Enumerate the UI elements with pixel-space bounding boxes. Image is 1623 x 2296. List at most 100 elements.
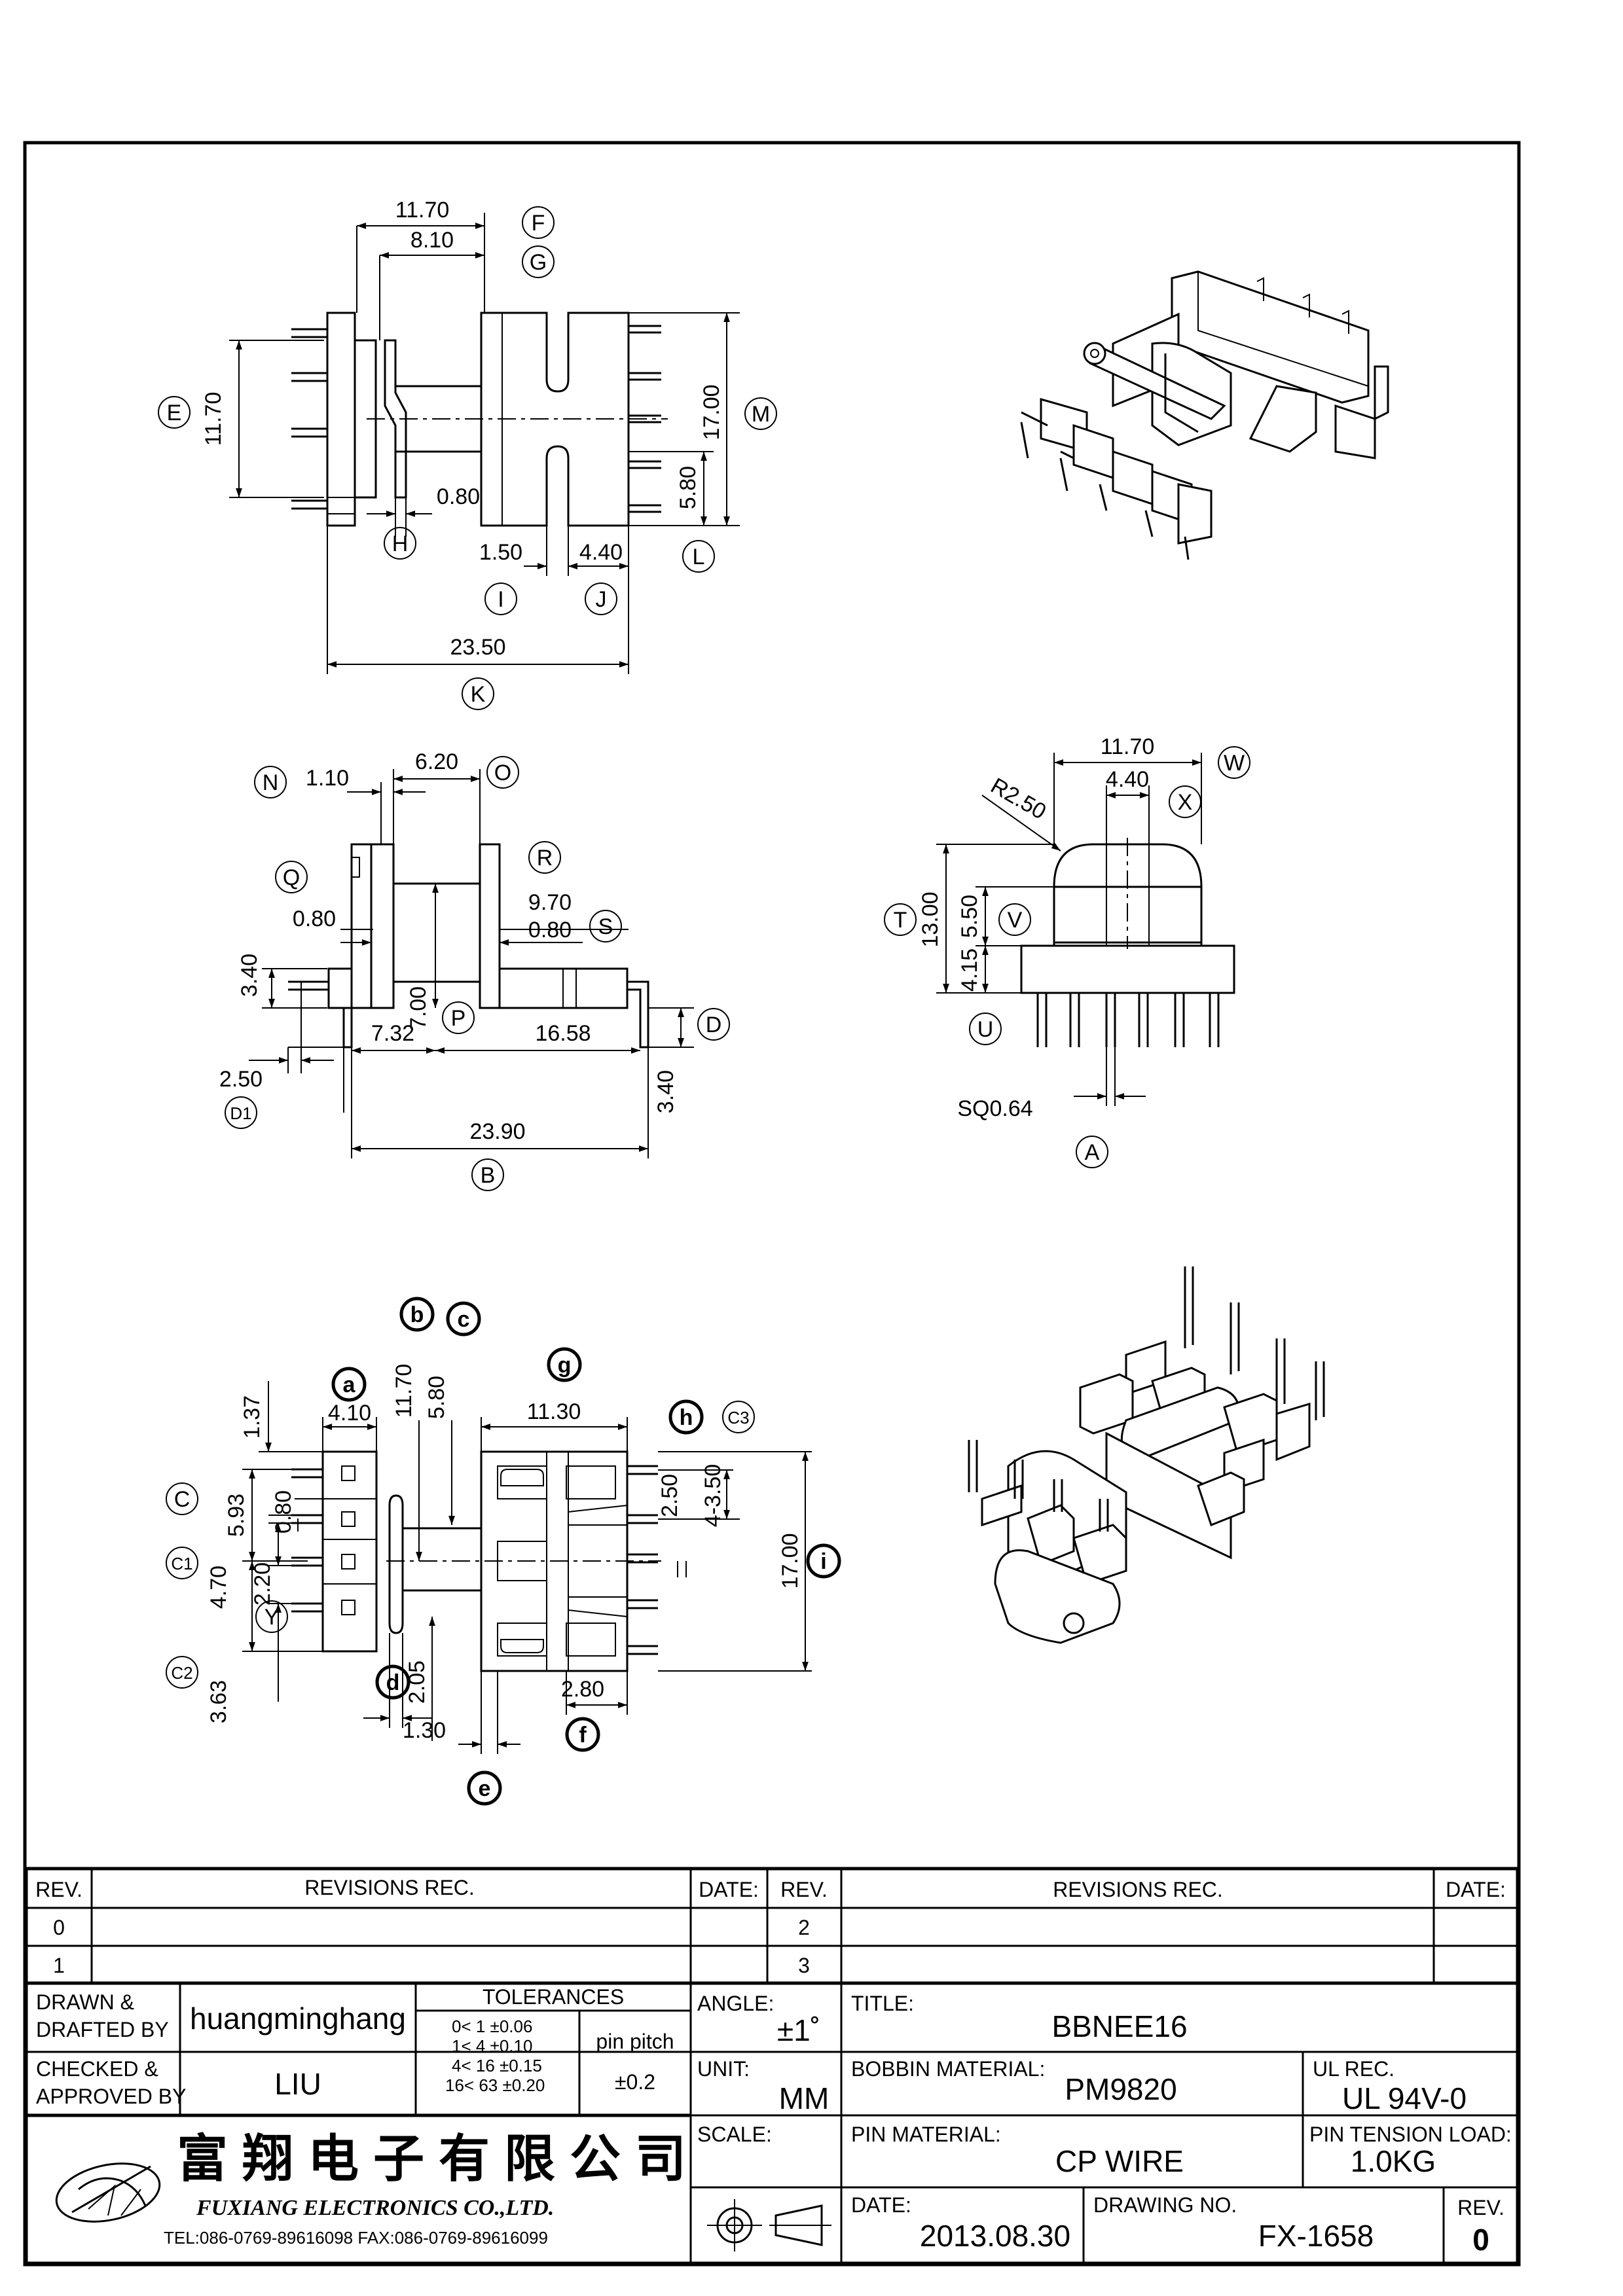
unit-label: UNIT:	[697, 2057, 750, 2081]
unit-value: MM	[779, 2081, 830, 2115]
balloon-H: H	[384, 527, 416, 560]
balloon-A: A	[1076, 1136, 1108, 1168]
balloon-d: d	[375, 1664, 410, 1700]
svg-text:E: E	[167, 401, 182, 425]
dim-end-r2-50: R2.50	[987, 773, 1051, 824]
checked-by-value: LIU	[274, 2067, 321, 2101]
dim-end-13-00: 13.00	[918, 891, 943, 947]
dim-side-2-50: 2.50	[219, 1067, 263, 1092]
svg-text:a: a	[343, 1372, 356, 1397]
tolerance-row-2: 1< 4 ±0.10	[452, 2036, 532, 2056]
svg-text:T: T	[894, 908, 907, 933]
balloon-V: V	[998, 903, 1031, 936]
svg-text:Q: Q	[283, 865, 300, 890]
svg-text:f: f	[579, 1723, 587, 1748]
balloon-M: M	[744, 397, 777, 430]
balloon-D1: D1	[225, 1096, 257, 1129]
svg-text:C1: C1	[171, 1554, 192, 1573]
balloon-F: F	[522, 206, 555, 239]
svg-text:e: e	[479, 1776, 491, 1801]
balloon-f: f	[565, 1717, 600, 1752]
angle-value: ±1˚	[777, 2013, 820, 2047]
pin-material-label: PIN MATERIAL:	[851, 2123, 1001, 2146]
svg-text:S: S	[598, 914, 613, 939]
dim-bot-11-70: 11.70	[392, 1364, 416, 1418]
dim-side-3-40a: 3.40	[237, 954, 262, 997]
end-view: 11.70 4.40 R2.50 13.00 5.50 4.15 SQ0.64 …	[884, 734, 1250, 1168]
checked-label-2: APPROVED BY	[36, 2085, 186, 2108]
drawn-by-value: huangminghang	[190, 2001, 406, 2036]
dim-bot-2-80: 2.80	[561, 1677, 604, 1702]
tolerance-row-1: 0< 1 ±0.06	[452, 2017, 532, 2036]
svg-text:b: b	[410, 1302, 424, 1327]
company-name-cn: 富翔电子有限公司	[177, 2129, 701, 2189]
drawn-label-1: DRAWN &	[36, 1990, 134, 2014]
company-contact: TEL:086-0769-89616098 FAX:086-0769-89616…	[164, 2228, 548, 2248]
svg-text:P: P	[451, 1006, 466, 1031]
svg-text:U: U	[977, 1017, 994, 1042]
drawing-no-label: DRAWING NO.	[1093, 2193, 1237, 2217]
balloon-X: X	[1169, 785, 1201, 818]
tolerance-row-4: 16< 63 ±0.20	[445, 2075, 545, 2095]
dim-top-23-50: 23.50	[450, 635, 505, 660]
balloon-E: E	[158, 396, 191, 429]
svg-text:h: h	[680, 1405, 693, 1430]
balloon-b: b	[399, 1297, 435, 1332]
rev-row-0: 0	[53, 1916, 65, 1939]
balloon-e: e	[467, 1770, 502, 1806]
pin-tension-label: PIN TENSION LOAD:	[1309, 2123, 1512, 2146]
svg-text:D: D	[706, 1013, 722, 1037]
dim-end-sq0-64: SQ0.64	[957, 1096, 1032, 1121]
svg-text:L: L	[693, 545, 705, 569]
ul-rec-label: UL REC.	[1313, 2057, 1395, 2081]
tolerance-row-3: 4< 16 ±0.15	[452, 2056, 542, 2075]
date-header-left: DATE:	[699, 1878, 759, 1901]
dim-bot-3-63: 3.63	[206, 1680, 231, 1723]
pin-pitch-value: ±0.2	[615, 2070, 655, 2094]
side-view: 1.10 6.20 0.80 9.70 0.80 3.40 7.00 2.50 …	[219, 749, 730, 1191]
dim-end-4-40: 4.40	[1106, 767, 1149, 792]
rev-value: 0	[1472, 2223, 1489, 2257]
balloon-c: c	[446, 1301, 481, 1336]
dim-side-3-40b: 3.40	[653, 1070, 678, 1113]
isometric-view-top	[1020, 270, 1389, 560]
date-label: DATE:	[851, 2193, 911, 2217]
rev-row-3: 3	[798, 1954, 810, 1977]
balloon-P: P	[442, 1001, 475, 1034]
svg-text:C: C	[174, 1487, 191, 1512]
drawn-label-2: DRAFTED BY	[36, 2018, 169, 2041]
svg-text:O: O	[494, 761, 511, 785]
scale-label: SCALE:	[697, 2123, 772, 2146]
dim-bot-1-37: 1.37	[240, 1395, 264, 1439]
title-label: TITLE:	[851, 1992, 914, 2015]
dim-top-1-50: 1.50	[479, 540, 522, 565]
svg-text:i: i	[820, 1549, 826, 1574]
top-view: 11.70 8.10 11.70 17.00 5.80 0.80 1.50 4.…	[158, 198, 777, 710]
dim-side-0-80a: 0.80	[293, 906, 336, 931]
svg-text:M: M	[752, 402, 770, 427]
balloon-C1: C1	[166, 1547, 198, 1579]
balloon-D: D	[697, 1008, 730, 1041]
balloon-N: N	[254, 766, 287, 798]
svg-text:H: H	[392, 531, 409, 556]
dim-bot-0-80: 0.80	[271, 1490, 296, 1534]
dim-side-7-32: 7.32	[371, 1021, 414, 1046]
balloon-G: G	[522, 245, 555, 278]
dim-side-9-70: 9.70	[528, 890, 572, 915]
svg-text:C2: C2	[171, 1663, 192, 1683]
title-value: BBNEE16	[1051, 2009, 1187, 2043]
bottom-view: 4.10 1.37 11.70 5.80 11.30 5.93 0.80 2.2…	[166, 1297, 841, 1806]
balloon-L: L	[682, 540, 715, 573]
balloon-K: K	[462, 677, 494, 710]
balloon-T: T	[884, 903, 917, 936]
dim-side-6-20: 6.20	[415, 749, 458, 774]
rev-header-right: REV.	[780, 1878, 828, 1901]
balloon-C: C	[166, 1482, 198, 1515]
dim-side-0-80b: 0.80	[528, 918, 572, 942]
dim-top-h-11-70: 11.70	[201, 392, 226, 446]
dim-bot-4-3-50: 4-3.50	[701, 1464, 725, 1527]
svg-text:V: V	[1008, 908, 1023, 933]
balloon-B: B	[471, 1158, 504, 1191]
dim-bot-5-80: 5.80	[424, 1376, 449, 1419]
dim-bot-11-30: 11.30	[527, 1399, 581, 1424]
